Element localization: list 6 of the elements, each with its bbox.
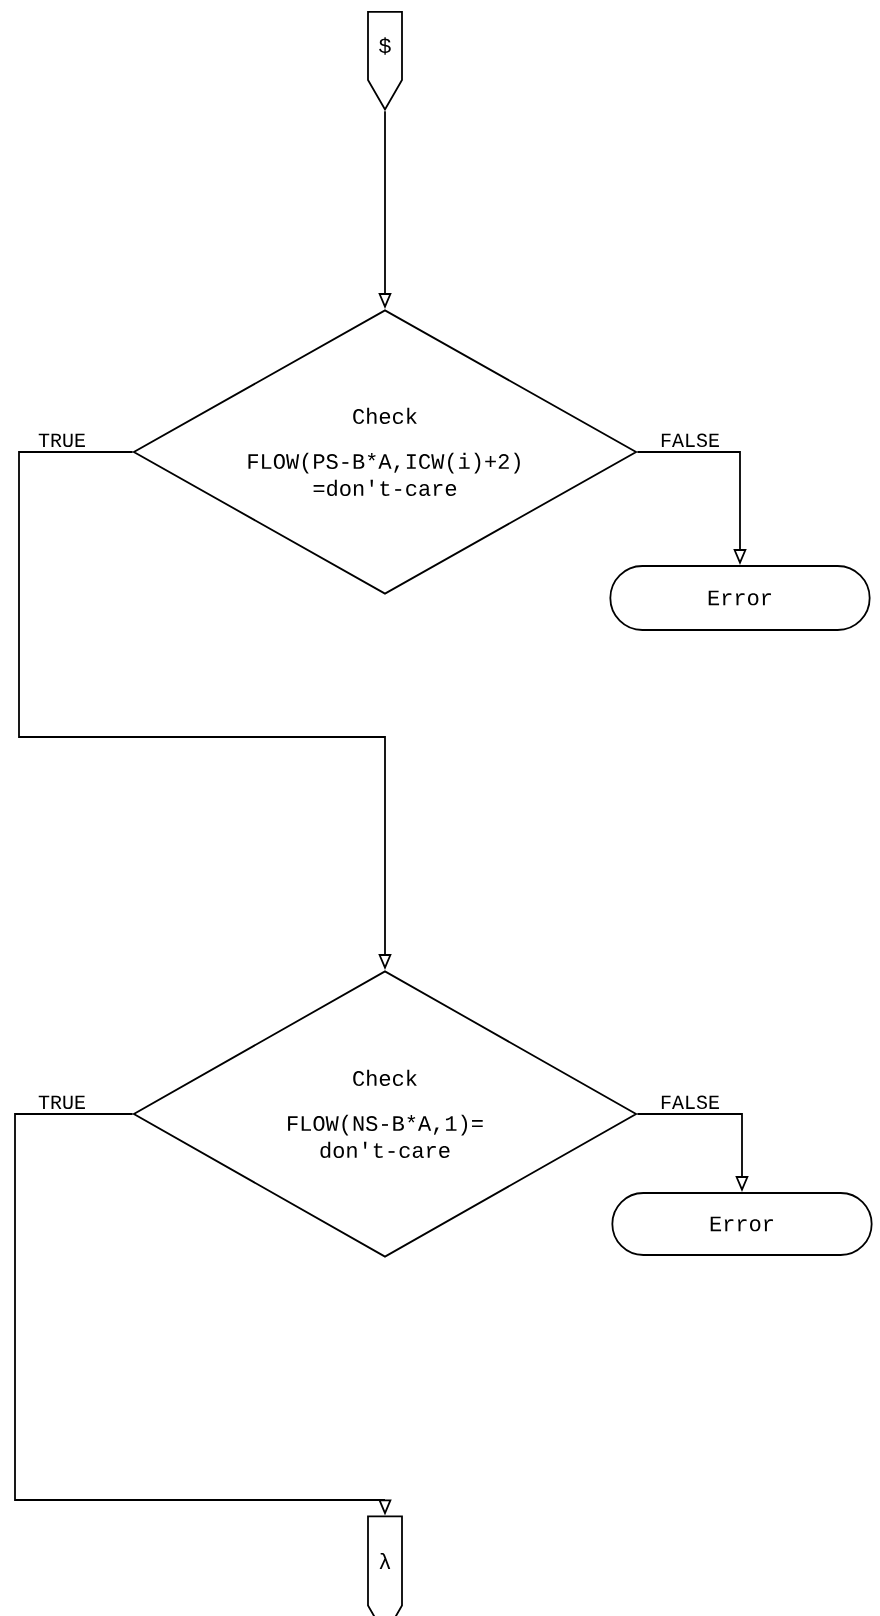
edge-label: TRUE (36, 431, 88, 450)
edge-label: FALSE (658, 1093, 722, 1112)
edge-label: FALSE (658, 431, 722, 450)
terminal-box: Error (609, 565, 871, 631)
terminal-box: Error (611, 1192, 873, 1256)
edge-label: TRUE (36, 1093, 88, 1112)
